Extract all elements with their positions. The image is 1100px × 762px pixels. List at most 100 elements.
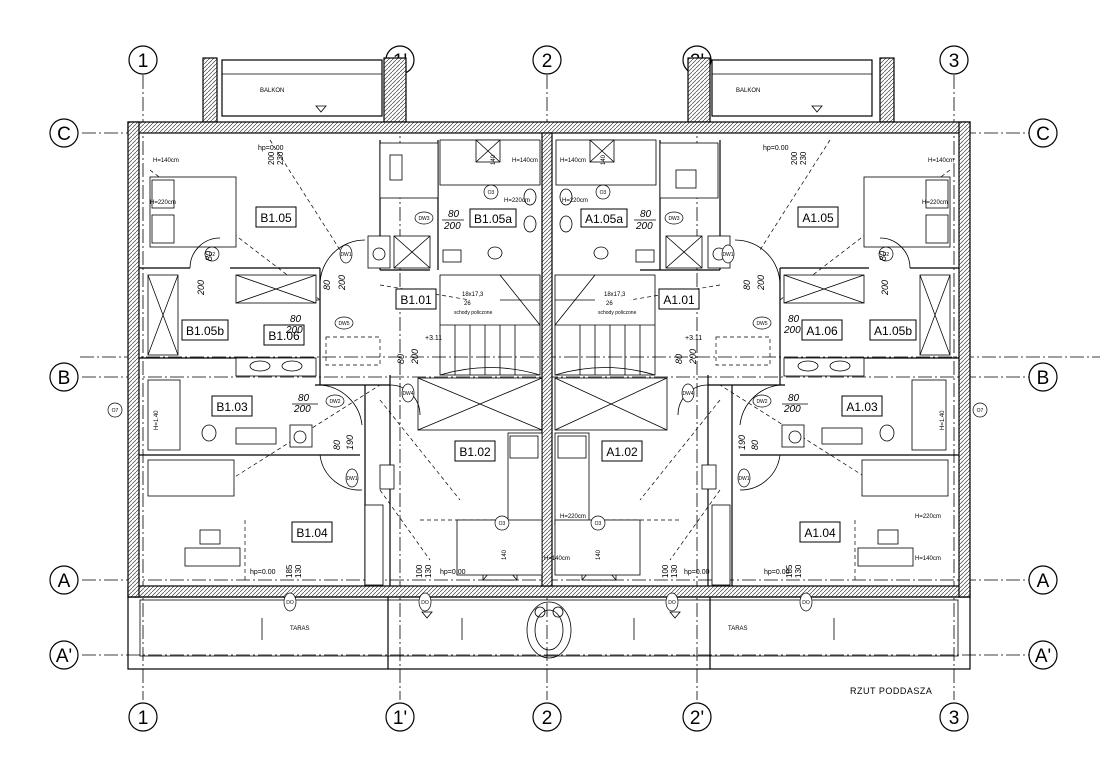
window-tag-o3-lower-right: O3: [590, 515, 606, 531]
svg-text:A1.04: A1.04: [804, 526, 836, 540]
svg-text:230: 230: [799, 151, 808, 165]
balcony-right: BALKON: [687, 57, 895, 123]
svg-text:DW5: DW5: [756, 321, 767, 327]
svg-text:hp=0.00: hp=0.00: [440, 569, 466, 576]
stair-spec: 18x17,3: [604, 292, 626, 298]
svg-text:H=140cm: H=140cm: [153, 158, 179, 164]
svg-text:H=140cm: H=140cm: [928, 158, 954, 164]
staircase-right: 18x17,3 26 schody policzone: [554, 274, 668, 431]
svg-text:230: 230: [276, 151, 285, 165]
door-tag-dw3-right: DW3: [664, 211, 684, 225]
room-A1-06: A1.06: [801, 319, 843, 341]
door-tag-do-right: DO: [799, 592, 813, 612]
axis-bubble-2p-bottom: 2': [682, 702, 712, 732]
svg-text:H=220cm: H=220cm: [562, 198, 588, 204]
svg-text:A1.05: A1.05: [802, 211, 834, 225]
room-B1-01: B1.01: [395, 288, 437, 310]
svg-text:+3.11: +3.11: [685, 335, 702, 342]
staircase-left: 18x17,3 26 schody policzone: [417, 274, 543, 431]
door-tag-dw1-right: DW1: [721, 244, 735, 264]
svg-text:200: 200: [196, 280, 206, 296]
stair-treads: 26: [606, 301, 613, 307]
svg-text:B1.01: B1.01: [400, 293, 432, 307]
window-tag-o3-right: O3: [595, 184, 611, 200]
axis-label: 2': [690, 708, 704, 729]
svg-text:80: 80: [788, 314, 800, 325]
svg-text:190: 190: [345, 435, 355, 450]
window-tag-o7-right: O7: [972, 402, 988, 418]
svg-text:B1.03: B1.03: [216, 400, 248, 414]
door-tag-dw2-left: DW2: [325, 394, 345, 408]
svg-text:DW4: DW4: [402, 391, 413, 397]
svg-text:H=1.40: H=1.40: [154, 410, 160, 430]
axis-label: 2: [542, 708, 553, 729]
svg-text:H=140cm: H=140cm: [915, 556, 941, 562]
svg-text:A1.05a: A1.05a: [585, 212, 623, 226]
svg-text:DW5: DW5: [338, 321, 349, 327]
svg-text:200: 200: [410, 349, 420, 365]
svg-text:80: 80: [878, 251, 888, 261]
svg-text:B1.02: B1.02: [459, 445, 491, 459]
axis-label: 1': [393, 708, 407, 729]
axis-label: B: [1037, 368, 1050, 389]
svg-text:100: 100: [661, 564, 670, 578]
svg-text:DW1: DW1: [738, 476, 749, 482]
axis-label: A': [1035, 646, 1051, 667]
svg-text:H=1.40: H=1.40: [940, 410, 946, 430]
room-A1-05b: A1.05b: [869, 319, 917, 341]
svg-text:185: 185: [785, 564, 794, 578]
svg-text:O7: O7: [977, 408, 984, 414]
axis-bubble-1p-bottom: 1': [385, 702, 415, 732]
axis-label: B: [58, 368, 71, 389]
stair-note: schody policzone: [598, 310, 637, 316]
door-tag-dw5-right: DW5: [752, 316, 772, 330]
axis-bubble-Ap-left: A': [49, 640, 79, 670]
window-tag-o3-lower-left: O3: [494, 515, 510, 531]
stair-note: schody policzone: [454, 310, 493, 316]
room-B1-03: B1.03: [211, 395, 253, 417]
axis-label: 3: [949, 51, 960, 72]
room-A1-05: A1.05: [797, 206, 839, 228]
svg-text:140: 140: [491, 154, 497, 165]
svg-text:A1.01: A1.01: [663, 293, 695, 307]
axis-bubble-2-bottom: 2: [532, 702, 562, 732]
window-tag-o7-left: O7: [107, 402, 123, 418]
axis-label: 3: [949, 708, 960, 729]
door-swings: [189, 237, 911, 491]
svg-text:200: 200: [783, 325, 801, 336]
window-tag-d2-right: D2: [878, 246, 894, 262]
svg-text:DO: DO: [286, 600, 294, 606]
svg-text:130: 130: [424, 564, 433, 578]
svg-text:B1.04: B1.04: [296, 526, 328, 540]
door-tag-dw5-left: DW5: [334, 316, 354, 330]
svg-text:80: 80: [640, 209, 652, 220]
svg-text:O3: O3: [488, 190, 495, 196]
svg-text:A1.02: A1.02: [606, 445, 638, 459]
door-tag-dw4-right: DW4: [681, 383, 695, 403]
svg-text:hp=0.00: hp=0.00: [764, 569, 790, 576]
axis-bubble-A-right: A: [1028, 565, 1058, 595]
axis-bubble-C-left: C: [49, 118, 79, 148]
room-A1-03: A1.03: [841, 395, 883, 417]
axis-label: 1: [138, 708, 149, 729]
door-tag-dw2-right: DW2: [752, 394, 772, 408]
svg-text:A1.03: A1.03: [846, 400, 878, 414]
terrace-label: TARAS: [290, 626, 310, 632]
svg-text:hp=0.00: hp=0.00: [250, 569, 276, 576]
door-tag-do-left: DO: [283, 592, 297, 612]
window-tag-d2-left: D2: [204, 246, 220, 262]
axis-label: A: [1037, 571, 1050, 592]
svg-text:DW1: DW1: [346, 476, 357, 482]
room-B1-05a: B1.05a: [469, 208, 517, 228]
svg-text:140: 140: [596, 549, 602, 560]
svg-text:H=220cm: H=220cm: [560, 514, 586, 520]
svg-text:80: 80: [322, 280, 332, 290]
svg-text:DW1: DW1: [722, 252, 733, 258]
svg-text:80: 80: [332, 440, 342, 450]
room-B1-04: B1.04: [291, 521, 333, 543]
svg-text:A1.06: A1.06: [806, 324, 838, 338]
svg-text:80: 80: [742, 280, 752, 290]
svg-text:200: 200: [880, 280, 890, 296]
terrace-label: TARAS: [728, 626, 748, 632]
door-tag-dw1-lower-right: DW1: [737, 468, 751, 488]
